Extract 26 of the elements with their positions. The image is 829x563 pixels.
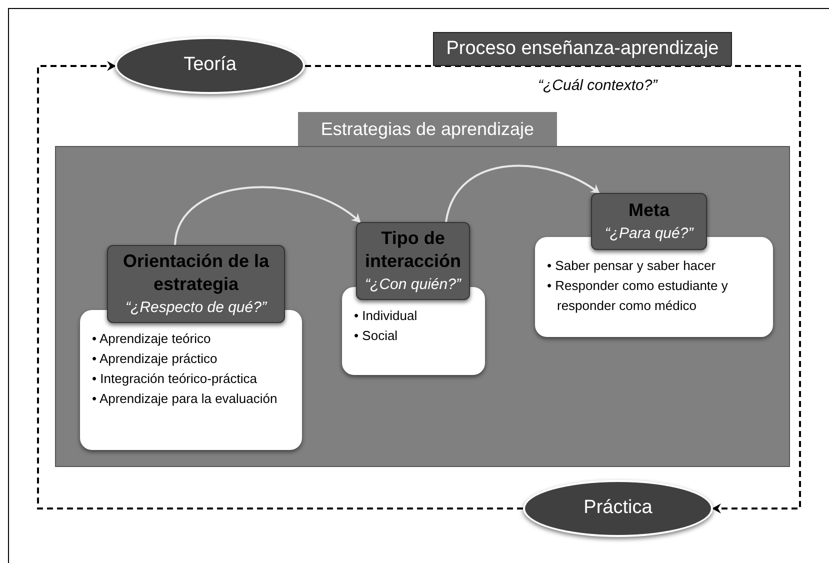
heading-text: Tipo de interacción — [364, 227, 462, 272]
context-question: “¿Cuál contexto?” — [538, 76, 658, 96]
guiding-question: “¿Para qué?” — [604, 225, 694, 244]
bullet-item: • Aprendizaje práctico — [92, 350, 218, 368]
ellipse-node: Práctica — [523, 480, 713, 537]
dashed-arrow — [37, 61, 523, 510]
heading-text: Orientación de la estrategia — [122, 250, 270, 296]
dashed-arrow — [305, 65, 801, 514]
bullet-item: • Integración teórico-práctica — [92, 370, 258, 388]
heading-box — [356, 222, 470, 300]
ellipse-node: Teoría — [115, 37, 305, 94]
bullet-item: • Individual — [354, 307, 418, 325]
bullet-item: • Aprendizaje teórico — [92, 330, 212, 348]
heading-box — [107, 245, 285, 323]
bullet-item: • Responder como estudiante y responder como médico — [547, 277, 729, 315]
guiding-question: “¿Con quién?” — [365, 276, 461, 295]
curved-arrow — [174, 186, 361, 246]
guiding-question: “¿Respecto de qué?” — [126, 299, 266, 318]
bullet-item: • Social — [354, 327, 399, 345]
bullet-item: • Aprendizaje para la evaluación — [92, 390, 278, 408]
bullet-item: • Saber pensar y saber hacer — [547, 257, 717, 275]
section-tab: Estrategias de aprendizaje — [298, 112, 557, 146]
curved-arrow — [445, 164, 600, 222]
title-box: Proceso enseñanza-aprendizaje — [433, 32, 732, 66]
heading-text: Meta — [628, 198, 670, 222]
heading-box — [591, 193, 707, 250]
